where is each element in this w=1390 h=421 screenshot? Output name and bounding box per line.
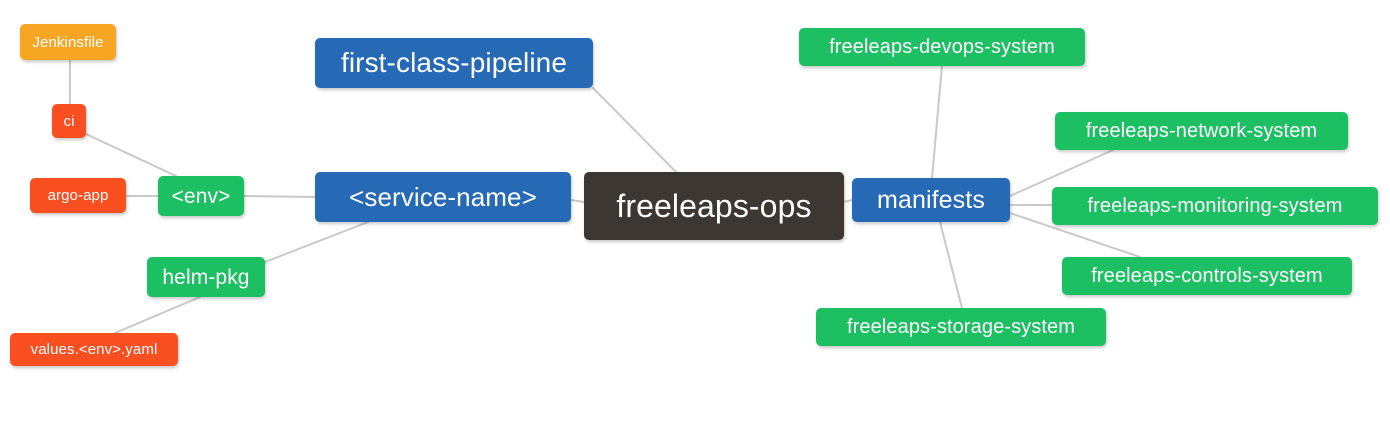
node-first-class-pipeline[interactable]: first-class-pipeline — [315, 38, 593, 88]
node-label: freeleaps-ops — [616, 188, 812, 224]
node-jenkinsfile[interactable]: Jenkinsfile — [20, 24, 116, 60]
node-service-name[interactable]: <service-name> — [315, 172, 571, 222]
edge-first-class-pipeline-to-freeleaps-ops — [592, 87, 677, 173]
node-label: helm-pkg — [162, 265, 250, 289]
node-label: first-class-pipeline — [340, 47, 568, 78]
node-label: manifests — [877, 185, 985, 214]
node-label: freeleaps-devops-system — [829, 36, 1055, 58]
node-values-env-yaml[interactable]: values.<env>.yaml — [10, 333, 178, 366]
node-freeleaps-controls-system[interactable]: freeleaps-controls-system — [1062, 257, 1352, 295]
node-label: freeleaps-monitoring-system — [1087, 195, 1343, 217]
node-label: freeleaps-controls-system — [1091, 265, 1323, 287]
node-freeleaps-devops-system[interactable]: freeleaps-devops-system — [799, 28, 1085, 66]
node-freeleaps-monitoring-system[interactable]: freeleaps-monitoring-system — [1052, 187, 1378, 225]
edge-values-env-yaml-to-helm-pkg — [114, 296, 201, 334]
node-label: freeleaps-storage-system — [846, 316, 1076, 338]
node-argo-app[interactable]: argo-app — [30, 178, 126, 213]
edge-helm-pkg-to-service-name — [264, 221, 369, 263]
node-label: <service-name> — [349, 182, 537, 212]
node-label: ci — [63, 112, 75, 130]
node-manifests[interactable]: manifests — [852, 178, 1010, 222]
node-env[interactable]: <env> — [158, 176, 244, 216]
edge-freeleaps-ops-to-manifests — [843, 199, 853, 203]
node-freeleaps-network-system[interactable]: freeleaps-network-system — [1055, 112, 1348, 150]
node-helm-pkg[interactable]: helm-pkg — [147, 257, 265, 297]
node-label: Jenkinsfile — [32, 33, 104, 51]
edge-manifests-to-freeleaps-devops-system — [931, 65, 943, 179]
node-freeleaps-ops[interactable]: freeleaps-ops — [584, 172, 844, 240]
edge-ci-to-env — [85, 133, 177, 177]
node-freeleaps-storage-system[interactable]: freeleaps-storage-system — [816, 308, 1106, 346]
edge-manifests-to-freeleaps-storage-system — [939, 221, 963, 309]
edge-env-to-service-name — [243, 195, 316, 198]
node-label: argo-app — [47, 187, 109, 204]
node-ci[interactable]: ci — [52, 104, 86, 138]
node-label: freeleaps-network-system — [1085, 120, 1318, 142]
node-label: <env> — [171, 184, 231, 208]
edge-service-name-to-freeleaps-ops — [570, 199, 585, 203]
node-label: values.<env>.yaml — [30, 341, 158, 358]
